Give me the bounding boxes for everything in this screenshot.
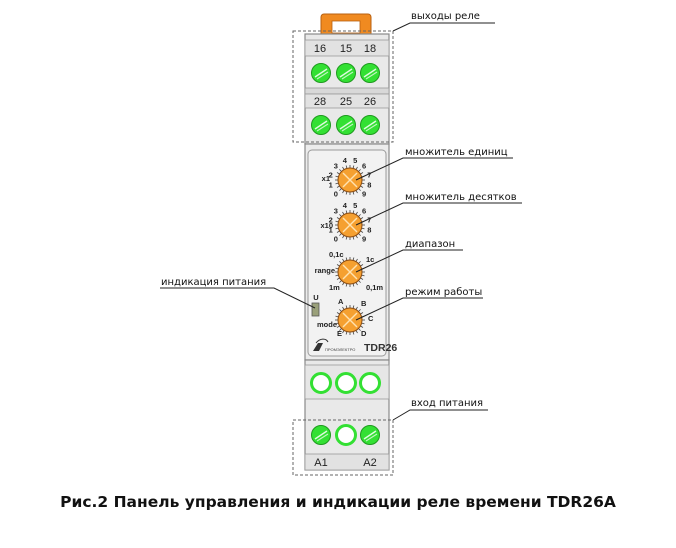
figure-caption: Рис.2 Панель управления и индикации реле… bbox=[60, 493, 616, 511]
dial-x10-scale-8: 8 bbox=[367, 226, 371, 235]
dial-x1-scale-1: 1 bbox=[329, 181, 333, 190]
callout-tens-multiplier: множитель десятков bbox=[405, 192, 517, 203]
range-scale-1c: 1c bbox=[366, 255, 374, 264]
callout-power-indicator: индикация питания bbox=[161, 277, 266, 288]
dial-x10-scale-5: 5 bbox=[353, 201, 357, 210]
terminal-label-18: 18 bbox=[364, 43, 376, 55]
terminal-screw-top-0 bbox=[311, 63, 331, 83]
terminal-screw-second-0 bbox=[311, 115, 331, 135]
terminal-screw-second-1 bbox=[336, 115, 356, 135]
terminal-label-25: 25 bbox=[340, 96, 352, 108]
dial-x10-scale-4: 4 bbox=[343, 201, 348, 210]
terminal-screw-second-2 bbox=[360, 115, 380, 135]
dial-x10-scale-9: 9 bbox=[362, 235, 366, 244]
dial-x10-scale-2: 2 bbox=[329, 215, 333, 224]
dial-x10-scale-1: 1 bbox=[329, 226, 333, 235]
callout-lines bbox=[160, 22, 522, 421]
brand-logo bbox=[313, 338, 329, 351]
callout-operating-mode: режим работы bbox=[405, 287, 482, 298]
callout-power-input: вход питания bbox=[411, 398, 483, 409]
terminal-label-15: 15 bbox=[340, 43, 352, 55]
terminal-screw-unused-2 bbox=[359, 372, 381, 394]
dial-x1-scale-7: 7 bbox=[367, 170, 371, 179]
dial-label-mode: mode bbox=[317, 320, 337, 329]
terminal-label-a2: A2 bbox=[363, 457, 376, 469]
terminal-label-26: 26 bbox=[364, 96, 376, 108]
range-scale-1m: 1m bbox=[329, 283, 340, 292]
dial-x10-scale-6: 6 bbox=[362, 206, 366, 215]
dial-x1[interactable] bbox=[335, 165, 365, 195]
power-input-box bbox=[292, 419, 394, 476]
terminal-screw-unused-1 bbox=[335, 372, 357, 394]
dial-x10-scale-3: 3 bbox=[334, 206, 338, 215]
dial-x1-scale-4: 4 bbox=[343, 156, 348, 165]
dial-x10[interactable] bbox=[335, 210, 365, 240]
indicator-label-u: U bbox=[313, 293, 318, 302]
terminal-screw-power-1 bbox=[335, 424, 357, 446]
mode-scale-b: B bbox=[361, 299, 367, 308]
terminal-screw-power-0 bbox=[311, 425, 331, 445]
din-clip bbox=[320, 13, 372, 40]
mode-scale-a: A bbox=[338, 297, 344, 306]
power-led bbox=[311, 302, 320, 317]
callout-unit-multiplier: множитель единиц bbox=[405, 147, 508, 158]
model-label: TDR26 bbox=[364, 342, 397, 354]
range-scale-0-1c: 0,1c bbox=[329, 250, 344, 259]
dial-x1-scale-8: 8 bbox=[367, 181, 371, 190]
dial-x1-scale-3: 3 bbox=[334, 161, 338, 170]
dial-x10-scale-7: 7 bbox=[367, 215, 371, 224]
terminal-screw-top-2 bbox=[360, 63, 380, 83]
brand-name: ПРОМЭЛЕКТРО bbox=[325, 347, 355, 352]
dial-range[interactable] bbox=[335, 257, 365, 287]
dial-x10-scale-0: 0 bbox=[334, 235, 338, 244]
dial-mode[interactable] bbox=[335, 305, 365, 335]
callout-relay-outputs: выходы реле bbox=[411, 11, 480, 22]
mode-scale-d: D bbox=[361, 329, 367, 338]
terminal-screw-top-1 bbox=[336, 63, 356, 83]
dial-x1-scale-6: 6 bbox=[362, 161, 366, 170]
mode-scale-e: E bbox=[337, 329, 342, 338]
terminal-label-28: 28 bbox=[314, 96, 326, 108]
terminal-screw-unused-0 bbox=[310, 372, 332, 394]
terminal-label-16: 16 bbox=[314, 43, 326, 55]
dial-x1-scale-2: 2 bbox=[329, 170, 333, 179]
range-scale-0-1m: 0,1m bbox=[366, 283, 383, 292]
callout-range: диапазон bbox=[405, 239, 455, 250]
dial-x1-scale-5: 5 bbox=[353, 156, 357, 165]
dial-x1-scale-0: 0 bbox=[334, 190, 338, 199]
dial-label-range: range bbox=[315, 266, 335, 275]
dial-label-x10: x10 bbox=[320, 221, 333, 230]
terminal-screw-power-2 bbox=[360, 425, 380, 445]
relay-outputs-box bbox=[292, 30, 394, 143]
mode-scale-c: C bbox=[368, 314, 374, 323]
dial-x1-scale-9: 9 bbox=[362, 190, 366, 199]
relay-housing bbox=[304, 33, 390, 471]
dial-label-x1: x1 bbox=[322, 174, 330, 183]
terminal-label-a1: A1 bbox=[314, 457, 327, 469]
